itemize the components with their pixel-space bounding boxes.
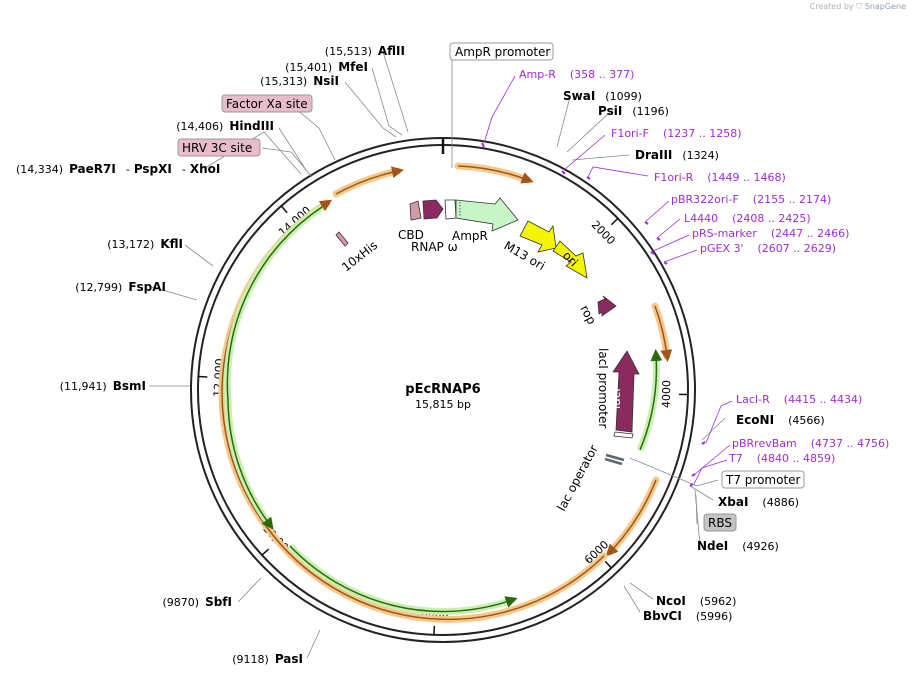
snapgene-logo-icon: ⛉ (856, 2, 863, 11)
right-site-labels: SwaI(1099) PsiI(1196) DraIII(1324) EcoNI… (563, 89, 825, 623)
feature-rnap-omega[interactable]: RNAP ω (411, 199, 458, 254)
svg-text:HRV 3C site: HRV 3C site (182, 141, 252, 155)
plasmid-name: pEcRNAP6 (405, 382, 480, 397)
site-psiI[interactable]: PsiI(1196) (598, 104, 669, 118)
boxed-hrv-3c-site[interactable]: HRV 3C site (177, 138, 261, 157)
left-site-labels: (15,513)AflII (15,401)MfeI (15,313)NsiI … (16, 44, 405, 666)
boxed-feature-labels: AmpR promoter Factor Xa site HRV 3C site… (177, 42, 805, 532)
site-aflII[interactable]: (15,513)AflII (325, 44, 405, 58)
tick-mark (604, 560, 612, 569)
boxed-ampr-promoter[interactable]: AmpR promoter (449, 42, 554, 61)
site-swaI[interactable]: SwaI(1099) (563, 89, 642, 103)
cbd-label: CBD (398, 228, 424, 242)
laci-label: lacI (609, 388, 623, 409)
feature-laci[interactable]: lacI (609, 350, 640, 433)
tick-marks (198, 138, 688, 635)
primer-prs-marker[interactable]: pRS-marker(2447 .. 2466) (692, 227, 849, 240)
tick-mark (261, 548, 270, 556)
site-fspAI[interactable]: (12,799)FspAI (75, 280, 166, 294)
site-draIII[interactable]: DraIII(1324) (635, 148, 719, 162)
primer-amp-r[interactable]: Amp-R(358 .. 377) (519, 68, 634, 81)
tick-mark (280, 205, 288, 214)
boxed-factor-xa-site[interactable]: Factor Xa site (221, 94, 313, 113)
primer-laci-r[interactable]: LacI-R(4415 .. 4434) (736, 393, 862, 406)
site-nsiI[interactable]: (15,313)NsiI (260, 74, 339, 88)
feature-ori[interactable]: ori (552, 240, 588, 279)
feature-laci-promoter[interactable]: lacI promoter (596, 348, 634, 439)
site-bsmI[interactable]: (11,941)BsmI (60, 379, 146, 393)
primer-l4440[interactable]: L4440(2408 .. 2425) (684, 212, 811, 225)
site-bbvCI[interactable]: BbvCI(5996) (643, 609, 732, 623)
gene-arcs (223, 204, 663, 615)
primer-f1ori-f[interactable]: F1ori-F(1237 .. 1258) (611, 127, 742, 140)
feature-ampr[interactable]: AmpR (444, 197, 519, 243)
site-xbaI[interactable]: XbaI(4886) (718, 495, 799, 509)
site-leaders-right (556, 96, 726, 613)
boxed-rbs[interactable]: RBS (703, 513, 737, 532)
feature-his-tag[interactable]: 10xHis (335, 231, 380, 274)
laci-promoter-label: lacI promoter (596, 348, 610, 428)
lac-operator-label: lac operator (554, 443, 601, 514)
primer-pgex3[interactable]: pGEX 3'(2607 .. 2629) (700, 242, 836, 255)
snapgene-credit: Created by ⛉ SnapGene (810, 2, 906, 12)
svg-text:RBS: RBS (708, 516, 732, 530)
site-mfeI[interactable]: (15,401)MfeI (285, 60, 368, 74)
site-ncoI[interactable]: NcoI(5962) (656, 594, 736, 608)
tick-label: 4000 (660, 380, 674, 408)
svg-text:AmpR promoter: AmpR promoter (455, 45, 550, 59)
svg-text:T7 promoter: T7 promoter (725, 473, 801, 487)
ampr-label: AmpR (452, 229, 488, 243)
primer-leaders (483, 75, 733, 485)
site-ndeI[interactable]: NdeI(4926) (697, 539, 779, 553)
plasmid-length: 15,815 bp (415, 398, 471, 411)
feature-m13-ori[interactable]: M13 ori (502, 220, 557, 273)
feature-rop[interactable]: rop (577, 295, 617, 327)
site-sbfI[interactable]: (9870)SbfI (163, 595, 233, 609)
feature-cbd[interactable]: CBD (398, 200, 424, 242)
primer-pbr322ori-f[interactable]: pBR322ori-F(2155 .. 2174) (671, 193, 831, 206)
site-leaders-left (149, 51, 453, 659)
site-ecoNI[interactable]: EcoNI(4566) (736, 413, 825, 427)
primer-t7[interactable]: T7(4840 .. 4859) (728, 452, 835, 465)
credit-brand: SnapGene (864, 2, 906, 11)
feature-lac-operator[interactable]: lac operator (554, 443, 625, 514)
rnap-omega-label: RNAP ω (411, 240, 458, 254)
credit-prefix: Created by (809, 2, 854, 11)
site-multi-paeR7I-pspXI-xhoI[interactable]: (14,334)PaeR7I-PspXI-XhoI (16, 162, 220, 176)
primer-f1ori-r[interactable]: F1ori-R(1449 .. 1468) (654, 171, 786, 184)
site-pasI[interactable]: (9118)PasI (232, 652, 303, 666)
primer-labels: Amp-R(358 .. 377) F1ori-F(1237 .. 1258) … (519, 68, 889, 465)
boxed-t7-promoter[interactable]: T7 promoter (721, 470, 805, 489)
site-hindIII[interactable]: (14,406)HindIII (176, 119, 274, 133)
primer-pbrrevbam[interactable]: pBRrevBam(4737 .. 4756) (732, 437, 889, 450)
tick-mark (610, 217, 619, 226)
primer-markers (481, 142, 706, 487)
rop-label: rop (577, 303, 599, 327)
svg-text:Factor Xa site: Factor Xa site (226, 97, 308, 111)
site-kflI[interactable]: (13,172)KflI (107, 237, 183, 251)
